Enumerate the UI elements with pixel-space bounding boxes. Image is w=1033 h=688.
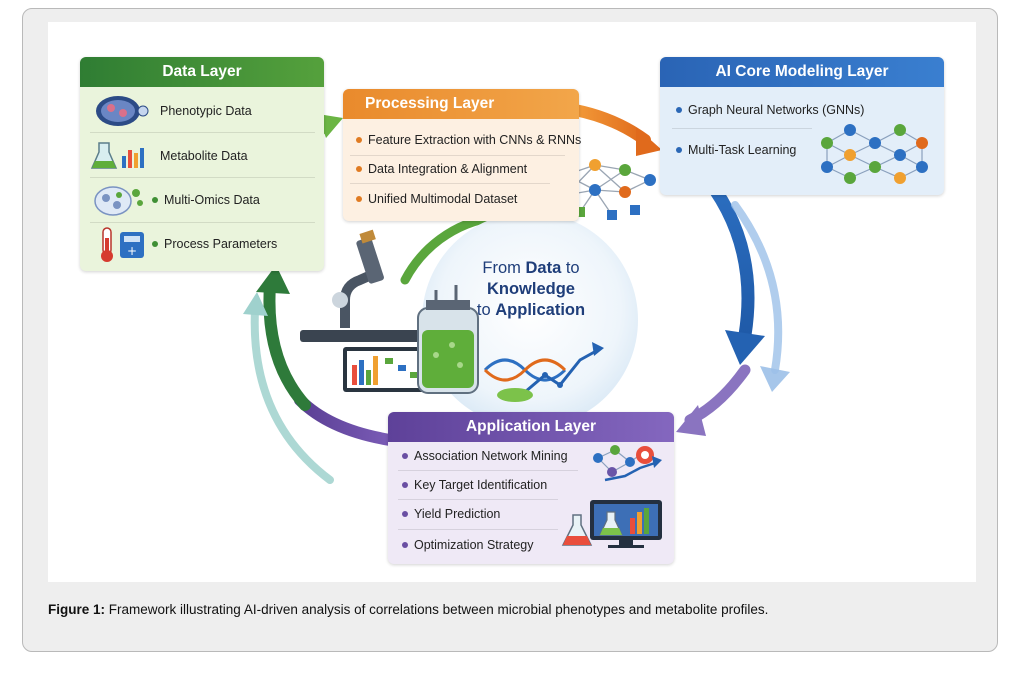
center-slogan: From Data to Knowledge to Application xyxy=(446,258,616,321)
processing-layer-box: Processing Layer xyxy=(343,89,579,221)
application-layer-item: Optimization Strategy xyxy=(402,538,534,552)
application-layer-item: Yield Prediction xyxy=(402,507,500,521)
cycle-arrow-application-to-data xyxy=(243,265,396,484)
bullet-icon xyxy=(152,240,158,247)
bullet-icon xyxy=(402,510,408,517)
processing-layer-item: Unified Multimodal Dataset xyxy=(356,192,517,206)
cycle-arrow-processing-to-ai xyxy=(569,104,662,156)
bullet-icon xyxy=(676,146,682,153)
ai-layer-divider xyxy=(672,128,812,129)
bullet-icon xyxy=(402,541,408,548)
application-layer-item: Key Target Identification xyxy=(402,478,547,492)
data-layer-divider xyxy=(90,132,315,133)
processing-layer-title: Processing Layer xyxy=(343,89,579,119)
bullet-icon xyxy=(356,195,362,202)
application-layer-item: Association Network Mining xyxy=(402,449,568,463)
application-layer-title: Application Layer xyxy=(388,412,674,442)
bullet-icon xyxy=(402,481,408,488)
data-layer-title: Data Layer xyxy=(80,57,324,87)
data-layer-item: Process Parameters xyxy=(152,237,277,251)
cycle-arrow-ai-to-application xyxy=(693,163,790,392)
data-layer-box: Data Layer xyxy=(80,57,324,271)
ai-layer-item: Multi-Task Learning xyxy=(676,143,796,157)
application-layer-divider xyxy=(398,470,578,471)
data-layer-divider xyxy=(90,177,315,178)
bioreactor-icon xyxy=(417,285,479,394)
center-slogan-line1: From Data to xyxy=(482,259,580,277)
center-slogan-line3: to Application xyxy=(476,301,586,319)
bullet-icon xyxy=(356,136,362,143)
bullet-icon xyxy=(356,165,362,172)
ai-layer-item: Graph Neural Networks (GNNs) xyxy=(676,103,864,117)
processing-layer-divider xyxy=(350,155,565,156)
center-slogan-line2: Knowledge xyxy=(486,280,575,298)
ai-layer-title: AI Core Modeling Layer xyxy=(660,57,944,87)
data-layer-item: Metabolite Data xyxy=(160,149,248,163)
data-layer-item: Multi-Omics Data xyxy=(152,193,260,207)
processing-layer-item: Data Integration & Alignment xyxy=(356,162,527,176)
application-layer-divider xyxy=(398,529,558,530)
processing-layer-divider xyxy=(350,183,550,184)
microscope-icon xyxy=(300,229,420,342)
bullet-icon xyxy=(152,196,158,203)
application-layer-divider xyxy=(398,499,558,500)
caption-text: Framework illustrating AI-driven analysi… xyxy=(108,602,769,617)
dna-growth-icon xyxy=(483,342,604,402)
bullet-icon xyxy=(676,106,682,113)
ai-layer-box: AI Core Modeling Layer xyxy=(660,57,944,195)
chart-screen-icon xyxy=(343,347,428,392)
caption-label: Figure 1: xyxy=(48,602,106,617)
figure-caption: Figure 1: Framework illustrating AI-driv… xyxy=(48,602,978,617)
cycle-arrow-application-inbound xyxy=(676,364,751,436)
data-layer-item: Phenotypic Data xyxy=(160,104,252,118)
bullet-icon xyxy=(402,452,408,459)
data-layer-divider xyxy=(90,222,315,223)
processing-layer-item: Feature Extraction with CNNs & RNNs xyxy=(356,133,581,147)
